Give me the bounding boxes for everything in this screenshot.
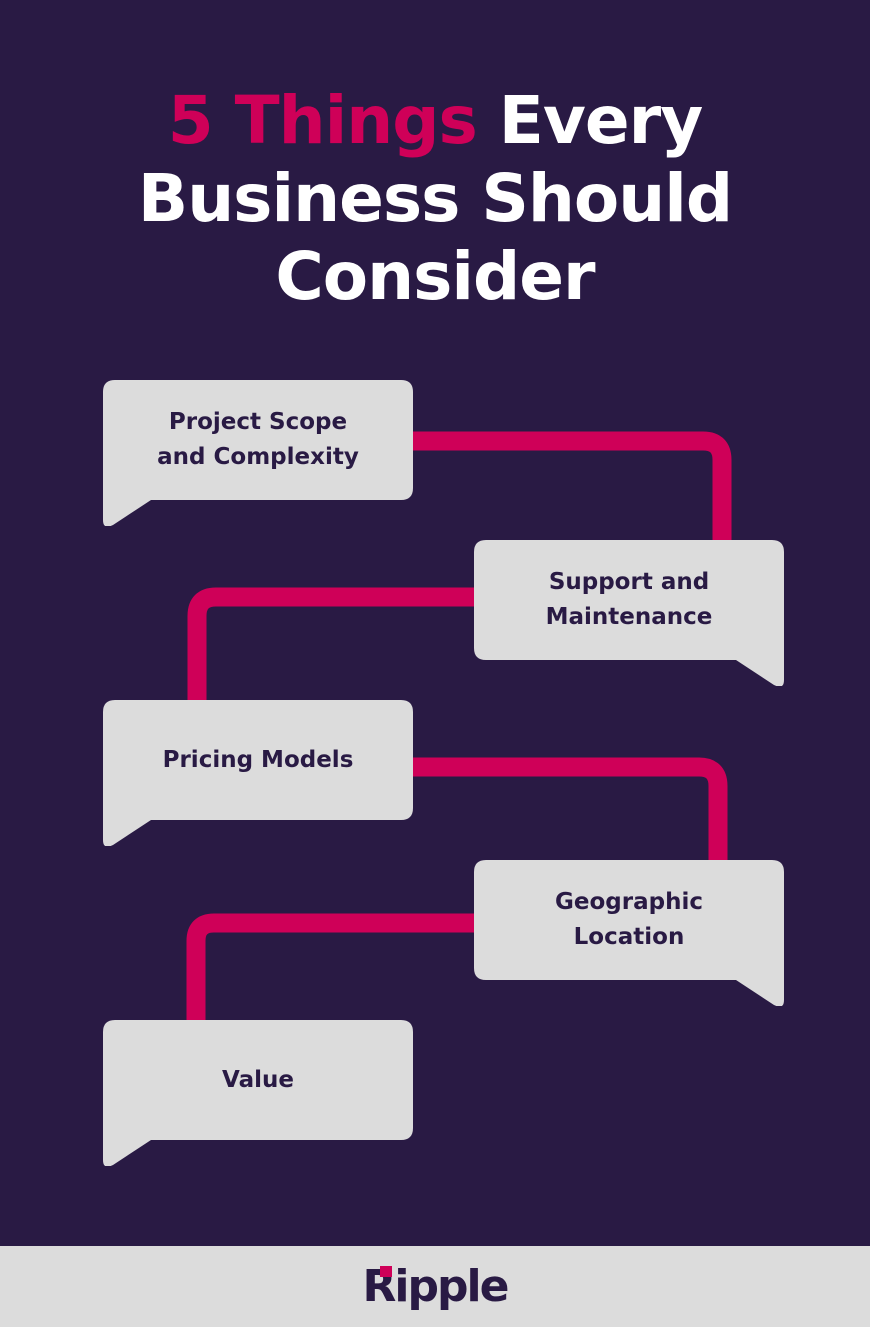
- footer: Ripple: [0, 1246, 870, 1327]
- title-part-1: Every: [498, 82, 703, 159]
- step-label-4: Geographic Location: [555, 889, 703, 950]
- speech-bubble-shape: [103, 380, 413, 526]
- speech-bubble-shape: [474, 860, 784, 1006]
- speech-bubble-shape: [103, 1020, 413, 1166]
- step-bubble-3: Pricing Models: [103, 700, 413, 846]
- step-bubble-1: Project Scope and Complexity: [103, 380, 413, 526]
- connector-4-5: [186, 913, 476, 1021]
- speech-bubble-shape: [103, 700, 413, 846]
- step-label-2: Support and Maintenance: [545, 569, 713, 630]
- page-title: 5 Things Every Business Should Consider: [0, 82, 870, 316]
- connector-2-3: [187, 587, 476, 701]
- connector-3-4: [410, 757, 728, 861]
- logo-accent-dot: [379, 1266, 392, 1277]
- step-bubble-5: Value: [103, 1020, 413, 1166]
- flow-connectors: [186, 431, 732, 1021]
- title-accent: 5 Things: [167, 82, 478, 159]
- step-label-1: Project Scope and Complexity: [157, 409, 359, 470]
- speech-bubble-shape: [474, 540, 784, 686]
- title-part-2: Business Should: [137, 160, 733, 237]
- ripple-logo: Ripple: [363, 1261, 510, 1312]
- title-part-3: Consider: [275, 238, 595, 315]
- step-label-5: Value: [222, 1066, 294, 1093]
- step-bubble-4: Geographic Location: [474, 860, 784, 1006]
- connector-1-2: [410, 431, 732, 541]
- step-label-3: Pricing Models: [162, 746, 354, 773]
- step-bubble-2: Support and Maintenance: [474, 540, 784, 686]
- title-line-1: 5 Things Every: [0, 82, 870, 160]
